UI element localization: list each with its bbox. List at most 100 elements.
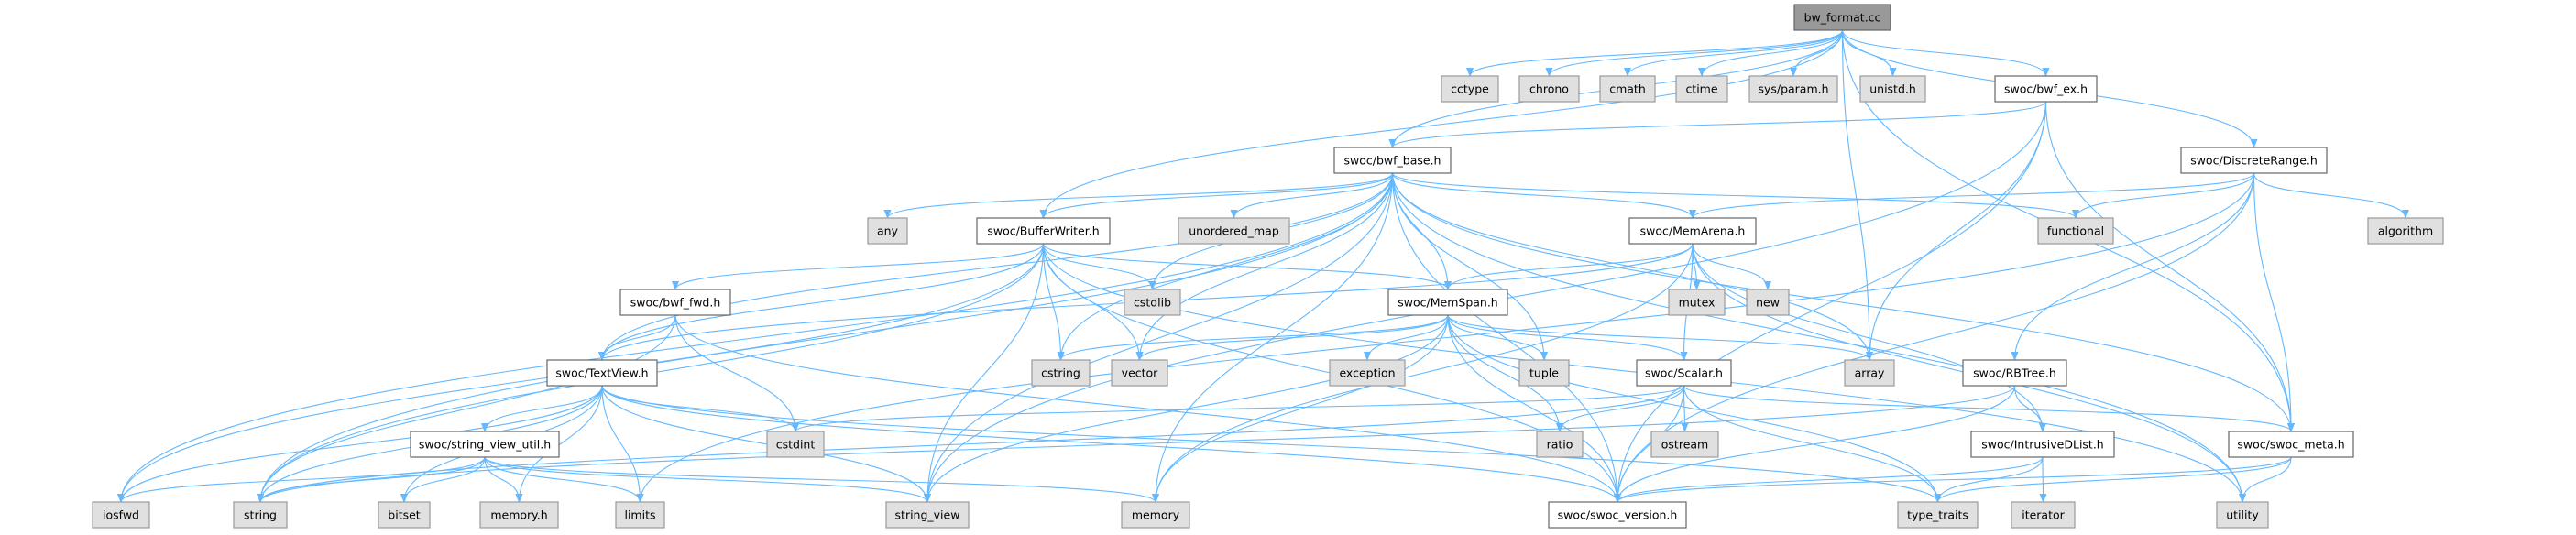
node-swoc-meta[interactable]: swoc/swoc_meta.h: [2228, 431, 2354, 458]
node-memory: memory: [1121, 501, 1190, 529]
node-box: [2367, 217, 2444, 245]
edge-bufwriter-to-textview: [598, 243, 1045, 361]
edge-bwf_base-to-swoc_version: [1391, 172, 1621, 503]
edge-bwf_base-to-array: [1391, 172, 1873, 361]
node-box: [1859, 75, 1926, 103]
edge-memspan-to-cstring: [1057, 314, 1449, 361]
node-label: ctime: [1685, 82, 1717, 96]
node-unistd: unistd.h: [1859, 75, 1926, 103]
edge-bwf_ex-to-swoc_version: [1614, 101, 2047, 503]
node-box: [1970, 431, 2115, 458]
edge-bwf_ex-to-swoc_meta: [2044, 101, 2295, 432]
edge-bwf_base-to-any: [883, 172, 1394, 219]
node-box: [1628, 217, 1757, 245]
node-vector: vector: [1111, 359, 1168, 387]
node-svutil[interactable]: swoc/string_view_util.h: [410, 431, 560, 458]
node-box: [1844, 359, 1895, 387]
edge-bwf_base-to-bufwriter: [1039, 172, 1394, 219]
edge-memspan-to-vector: [1135, 314, 1449, 361]
edge-rbtree-to-string: [257, 385, 2016, 503]
edge-scalar-to-swoc_meta: [1683, 385, 2295, 432]
edge-bwf_base-to-memspan: [1391, 172, 1452, 290]
node-bwf-fwd[interactable]: swoc/bwf_fwd.h: [619, 289, 731, 316]
node-swoc-version[interactable]: swoc/swoc_version.h: [1548, 501, 1687, 529]
edge-discrete-to-rbtree: [2011, 172, 2255, 361]
node-box: [1897, 501, 1979, 529]
edge-bwf_fwd-to-string: [257, 314, 676, 503]
edge-root-to-ctime: [1698, 29, 1844, 77]
edge-memarena-to-memspan: [1444, 243, 1694, 290]
edge-scalar-to-swoc_version: [1614, 385, 1685, 503]
node-label: cstdlib: [1134, 296, 1171, 310]
node-bwf-base[interactable]: swoc/bwf_base.h: [1333, 147, 1452, 174]
node-rbtree[interactable]: swoc/RBTree.h: [1962, 359, 2067, 387]
node-box: [1675, 75, 1728, 103]
node-label: mutex: [1679, 296, 1716, 310]
node-ctime: ctime: [1675, 75, 1728, 103]
node-label: vector: [1122, 366, 1159, 380]
node-box: [1111, 359, 1168, 387]
node-box: [378, 501, 431, 529]
edge-bwf_fwd-to-swoc_version: [674, 314, 1621, 503]
node-box: [1031, 359, 1091, 387]
node-label: swoc/bwf_fwd.h: [630, 296, 721, 310]
edge-idlist-to-type_traits: [1934, 456, 2044, 503]
node-box: [410, 431, 560, 458]
node-sysparam: sys/param.h: [1748, 75, 1838, 103]
edge-discrete-to-functional: [2072, 172, 2255, 219]
edge-svutil-to-string: [257, 456, 486, 503]
node-label: cstring: [1041, 366, 1080, 380]
edge-bufwriter-to-bwf_fwd: [672, 243, 1045, 290]
node-box: [867, 217, 908, 245]
node-array: array: [1844, 359, 1895, 387]
node-cstdlib: cstdlib: [1124, 289, 1181, 316]
node-exception: exception: [1329, 359, 1406, 387]
edge-swoc_meta-to-type_traits: [1934, 456, 2292, 503]
node-label: swoc/string_view_util.h: [419, 438, 551, 452]
node-bwf-ex[interactable]: swoc/bwf_ex.h: [1994, 75, 2098, 103]
edge-root-to-bwf_ex: [1841, 29, 2050, 77]
edge-rbtree-to-swoc_version: [1614, 385, 2016, 503]
node-label: algorithm: [2378, 224, 2433, 238]
edge-bwf_base-to-memarena: [1391, 172, 1696, 219]
node-label: swoc/IntrusiveDList.h: [1981, 438, 2103, 452]
edge-textview-to-swoc_version: [601, 385, 1621, 503]
node-label: type_traits: [1907, 508, 1968, 522]
node-label: unordered_map: [1189, 224, 1279, 238]
node-memspan[interactable]: swoc/MemSpan.h: [1387, 289, 1508, 316]
node-label: swoc/bwf_base.h: [1344, 154, 1441, 168]
edge-root-to-chrono: [1545, 29, 1844, 77]
node-textview[interactable]: swoc/TextView.h: [546, 359, 658, 387]
node-box: [1441, 75, 1499, 103]
edge-svutil-to-memory_h: [484, 456, 523, 503]
edge-memspan-to-swoc_version: [1447, 314, 1621, 503]
node-box: [615, 501, 665, 529]
edge-bwf_base-to-iosfwd: [117, 172, 1394, 503]
node-box: [1994, 75, 2098, 103]
node-label: string: [244, 508, 277, 522]
node-label: array: [1855, 366, 1885, 380]
node-bufwriter[interactable]: swoc/BufferWriter.h: [976, 217, 1111, 245]
node-idlist[interactable]: swoc/IntrusiveDList.h: [1970, 431, 2115, 458]
node-box: [1668, 289, 1726, 316]
node-box: [1650, 431, 1719, 458]
node-box: [2216, 501, 2269, 529]
node-unordered-map: unordered_map: [1178, 217, 1290, 245]
node-label: functional: [2047, 224, 2104, 238]
edge-textview-to-string_view: [601, 385, 931, 503]
node-box: [1793, 4, 1891, 31]
node-root[interactable]: bw_format.cc: [1793, 4, 1891, 31]
node-box: [885, 501, 970, 529]
node-discrete[interactable]: swoc/DiscreteRange.h: [2180, 147, 2328, 174]
edge-memspan-to-type_traits: [1447, 314, 1942, 503]
node-label: swoc/MemArena.h: [1640, 224, 1746, 238]
node-utility: utility: [2216, 501, 2269, 529]
edge-bwf_ex-to-array: [1866, 101, 2047, 361]
edge-memspan-to-ratio: [1447, 314, 1563, 432]
node-limits: limits: [615, 501, 665, 529]
node-memarena[interactable]: swoc/MemArena.h: [1628, 217, 1757, 245]
edge-scalar-to-string: [257, 385, 1685, 503]
edge-scalar-to-cstdint: [792, 385, 1685, 432]
node-scalar[interactable]: swoc/Scalar.h: [1636, 359, 1732, 387]
